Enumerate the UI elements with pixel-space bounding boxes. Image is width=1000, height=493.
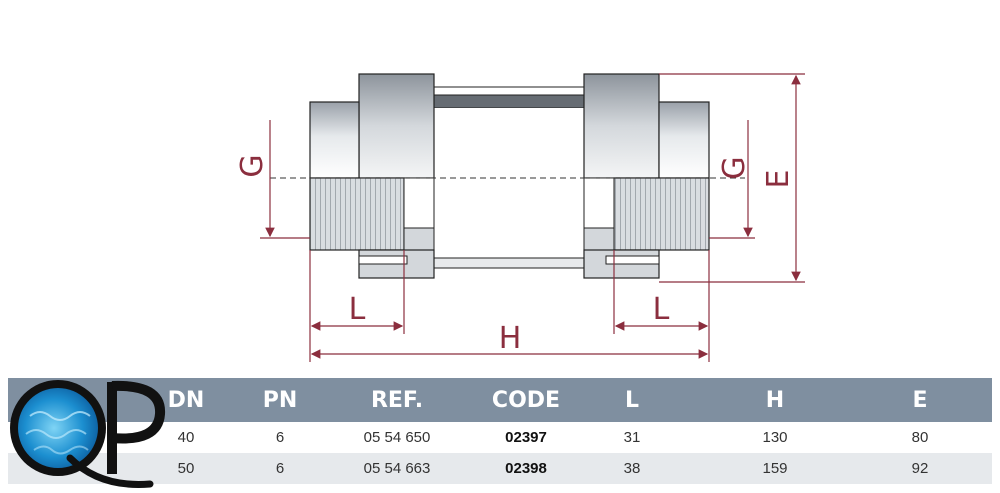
cell-h: 130	[762, 429, 788, 446]
header-e: E	[912, 387, 928, 413]
cell-l: 38	[623, 460, 641, 477]
dim-label-l-right: L	[653, 292, 670, 327]
left-union-body	[309, 73, 435, 279]
cell-code: 02397	[505, 429, 547, 446]
cell-e: 80	[911, 429, 929, 446]
table-row: 2" 50 6 05 54 663 02398 38 159 92	[8, 453, 992, 484]
dim-label-h: H	[499, 321, 522, 356]
header-h: H	[765, 387, 785, 413]
cell-pn: 6	[275, 429, 285, 446]
header-ref: REF.	[370, 387, 424, 413]
dim-label-g-left: G	[235, 154, 270, 177]
header-code: CODE	[491, 387, 561, 413]
cell-dn: 40	[177, 429, 195, 446]
table-header: D DN PN REF. CODE L H E	[8, 378, 992, 422]
cell-ref: 05 54 650	[363, 429, 431, 446]
cell-h: 159	[762, 460, 788, 477]
cell-dn: 50	[177, 460, 195, 477]
dim-label-g-right: G	[717, 156, 752, 179]
header-dn: DN	[167, 387, 205, 413]
right-union-body	[583, 73, 710, 279]
cell-e: 92	[911, 460, 929, 477]
dim-label-l-left: L	[349, 292, 366, 327]
central-sleeve	[433, 86, 585, 269]
dim-label-e: E	[761, 170, 796, 189]
header-pn: PN	[262, 387, 298, 413]
cell-ref: 05 54 663	[363, 460, 431, 477]
header-l: L	[624, 387, 640, 413]
pool-water-logo-icon: QP	[10, 380, 166, 488]
dimension-lines	[260, 73, 805, 362]
cell-code: 02398	[505, 460, 547, 477]
cell-pn: 6	[275, 460, 285, 477]
cell-l: 31	[623, 429, 641, 446]
